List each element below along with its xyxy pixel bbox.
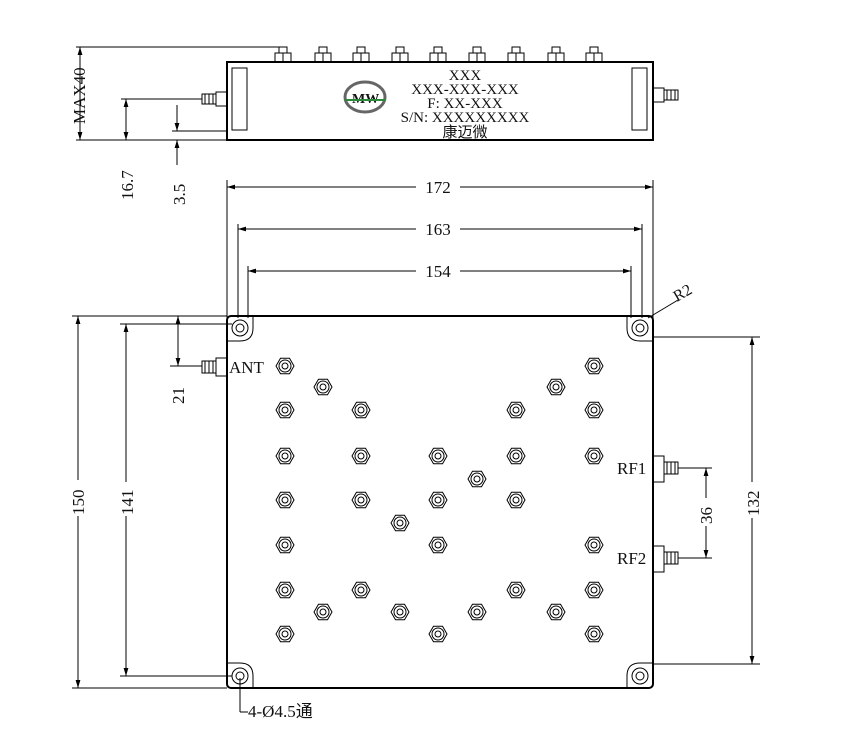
top-connector bbox=[547, 46, 565, 63]
tuning-screw bbox=[351, 491, 371, 509]
top-connector bbox=[391, 46, 409, 63]
mounting-hole-br bbox=[626, 662, 653, 688]
tuning-screw bbox=[506, 447, 526, 465]
label-line-1: XXX bbox=[449, 68, 482, 84]
tuning-screw bbox=[428, 625, 448, 643]
tuning-screw bbox=[351, 401, 371, 419]
top-connector bbox=[314, 46, 332, 63]
port-label-ant: ANT bbox=[229, 358, 265, 377]
tuning-screw bbox=[275, 357, 295, 375]
mounting-hole-tl bbox=[227, 316, 254, 342]
tuning-screw bbox=[275, 491, 295, 509]
port-label-rf2: RF2 bbox=[617, 549, 646, 568]
label-line-2: XXX-XXX-XXX bbox=[411, 82, 519, 98]
tuning-screw bbox=[584, 536, 604, 554]
company-logo: MW bbox=[343, 80, 387, 114]
dim-connector-height: 16.7 bbox=[118, 170, 137, 200]
tuning-screw bbox=[275, 625, 295, 643]
dim-ant-offset: 21 bbox=[169, 387, 188, 404]
tuning-screw bbox=[584, 581, 604, 599]
side-view-right-flange bbox=[631, 67, 648, 131]
dim-mounting-holes: 4-Ø4.5通 bbox=[248, 702, 313, 721]
top-connector bbox=[507, 46, 525, 63]
company-name: 康迈微 bbox=[442, 124, 487, 141]
side-view-left-flange bbox=[231, 67, 248, 131]
tuning-screw bbox=[428, 536, 448, 554]
top-connector bbox=[429, 46, 447, 63]
dim-inner-width-a: 163 bbox=[425, 220, 451, 239]
top-view-body bbox=[226, 315, 654, 689]
tuning-screw bbox=[313, 378, 333, 396]
side-connector-left bbox=[201, 91, 228, 107]
dim-rf-spacing: 36 bbox=[697, 507, 716, 524]
rf2-connector bbox=[652, 545, 679, 573]
tuning-screw bbox=[313, 603, 333, 621]
tuning-screw bbox=[584, 357, 604, 375]
tuning-screw bbox=[390, 514, 410, 532]
label-line-3: F: XX-XXX bbox=[427, 96, 503, 112]
top-connector bbox=[468, 46, 486, 63]
tuning-screw bbox=[351, 447, 371, 465]
tuning-screw bbox=[467, 603, 487, 621]
tuning-screw bbox=[428, 491, 448, 509]
side-view: MW XXX XXX-XXX-XXX F: XX-XXX S/N: XXXXXX… bbox=[70, 46, 679, 205]
side-connector-right bbox=[652, 87, 679, 103]
tuning-screw bbox=[584, 625, 604, 643]
dim-rf-span: 132 bbox=[744, 491, 763, 517]
tuning-screw bbox=[467, 470, 487, 488]
dim-inner-height: 141 bbox=[118, 490, 137, 516]
tuning-screw bbox=[506, 491, 526, 509]
tuning-screw bbox=[546, 603, 566, 621]
dim-outer-width: 172 bbox=[425, 178, 451, 197]
top-connector bbox=[352, 46, 370, 63]
tuning-screw bbox=[546, 378, 566, 396]
tuning-screw bbox=[275, 536, 295, 554]
ant-connector bbox=[201, 357, 228, 377]
label-line-4: S/N: XXXXXXXXX bbox=[401, 110, 530, 126]
rf1-connector bbox=[652, 455, 679, 483]
tuning-screw bbox=[506, 581, 526, 599]
dim-inner-width-b: 154 bbox=[425, 262, 451, 281]
top-connectors bbox=[274, 46, 603, 63]
tuning-screw bbox=[506, 401, 526, 419]
tuning-screw bbox=[390, 603, 410, 621]
tuning-screw bbox=[351, 581, 371, 599]
tuning-screw bbox=[584, 447, 604, 465]
tuning-screw bbox=[275, 447, 295, 465]
port-label-rf1: RF1 bbox=[617, 459, 646, 478]
leader-r2 bbox=[647, 299, 679, 319]
tuning-screws bbox=[275, 357, 604, 643]
tuning-screw bbox=[584, 401, 604, 419]
top-connector bbox=[274, 46, 292, 63]
dim-height-max: MAX40 bbox=[70, 67, 89, 124]
tuning-screw bbox=[275, 581, 295, 599]
tuning-screw bbox=[428, 447, 448, 465]
dim-outer-height: 150 bbox=[69, 490, 88, 516]
tuning-screw bbox=[275, 401, 295, 419]
dim-base-offset: 3.5 bbox=[170, 184, 189, 205]
mounting-hole-tr bbox=[626, 316, 653, 342]
top-connector bbox=[585, 46, 603, 63]
top-view: 172 163 154 R2 bbox=[68, 176, 763, 721]
